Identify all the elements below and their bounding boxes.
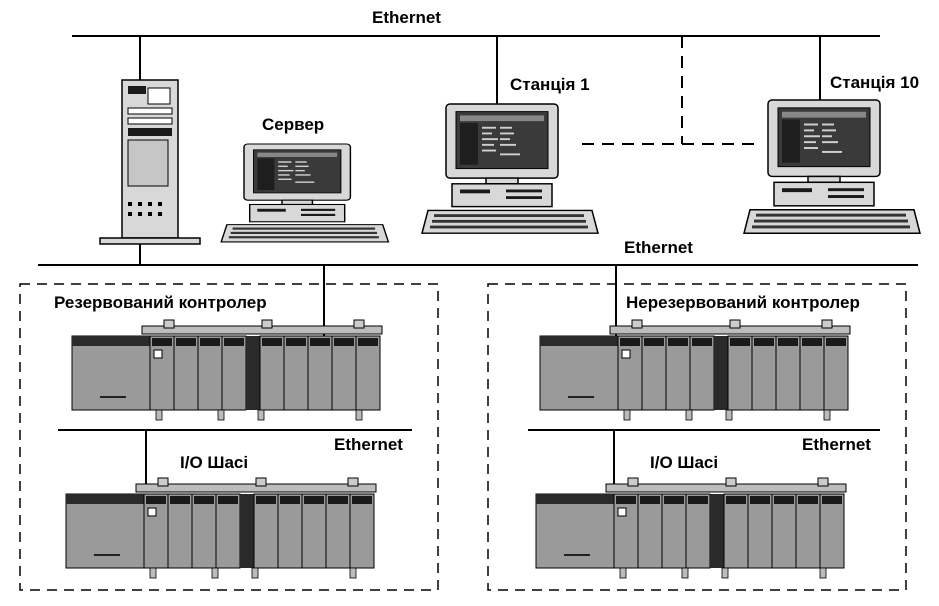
io-chassis-right-label: I/O Шасі [650, 453, 718, 472]
ethernet-top-label: Ethernet [372, 8, 441, 27]
redundant-system-frame [19, 283, 439, 591]
server-tower-icon [99, 79, 201, 245]
server-label: Сервер [262, 115, 324, 134]
left-io-chassis-icon [65, 477, 377, 579]
server-workstation-icon [220, 143, 390, 243]
station1-label: Станція 1 [510, 75, 590, 94]
redundant-controller-chassis-icon [71, 319, 383, 421]
nonredundant-controller-label: Нерезервований контролер [626, 293, 860, 312]
ethernet-left-io-label: Ethernet [334, 435, 403, 454]
io-chassis-left-label: I/O Шасі [180, 453, 248, 472]
ethernet-mid-label: Ethernet [624, 238, 693, 257]
ethernet-right-io-label: Ethernet [802, 435, 871, 454]
station1-workstation-icon [421, 103, 599, 234]
station10-workstation-icon [743, 99, 921, 235]
nonredundant-controller-chassis-icon [539, 319, 851, 421]
station10-label: Станція 10 [830, 73, 919, 92]
right-io-chassis-icon [535, 477, 847, 579]
nonredundant-system-frame [487, 283, 907, 591]
redundant-controller-label: Резервований контролер [54, 293, 267, 312]
